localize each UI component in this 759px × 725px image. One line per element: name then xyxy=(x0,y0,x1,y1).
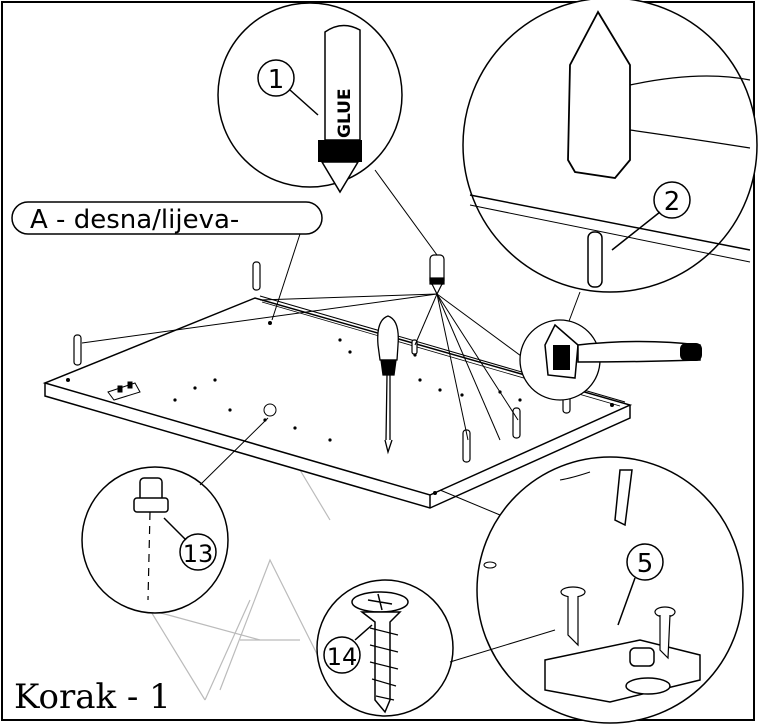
part-label-text: A - desna/lijeva- xyxy=(30,205,239,235)
panel-holes xyxy=(66,321,614,495)
callout-5: 5 xyxy=(617,543,664,626)
callout-14: 14 xyxy=(323,624,373,674)
detail-glue xyxy=(217,2,438,256)
screwdriver xyxy=(377,315,399,455)
glue-leader-lines xyxy=(81,293,568,441)
glue-text: GLUE xyxy=(335,88,355,138)
callout-13: 13 xyxy=(163,517,217,571)
callout-2: 2 xyxy=(611,181,691,251)
svg-text:2: 2 xyxy=(664,187,681,217)
svg-text:5: 5 xyxy=(637,549,654,579)
svg-text:13: 13 xyxy=(183,540,214,568)
watermark xyxy=(149,469,331,701)
panel-a xyxy=(42,295,633,509)
detail-cam-fitting xyxy=(439,456,744,724)
part-label: A - desna/lijeva- xyxy=(11,201,323,321)
panel-hardware xyxy=(107,381,141,401)
detail-pin xyxy=(81,403,277,614)
svg-text:1: 1 xyxy=(268,65,285,95)
svg-text:14: 14 xyxy=(327,643,358,671)
glue-bottle-small xyxy=(429,254,445,296)
detail-screw xyxy=(316,579,556,717)
step-label: Korak - 1 xyxy=(14,677,171,717)
detail-hammer-small xyxy=(519,319,702,401)
detail-dowel xyxy=(462,0,758,346)
callout-1: 1 xyxy=(257,59,319,116)
